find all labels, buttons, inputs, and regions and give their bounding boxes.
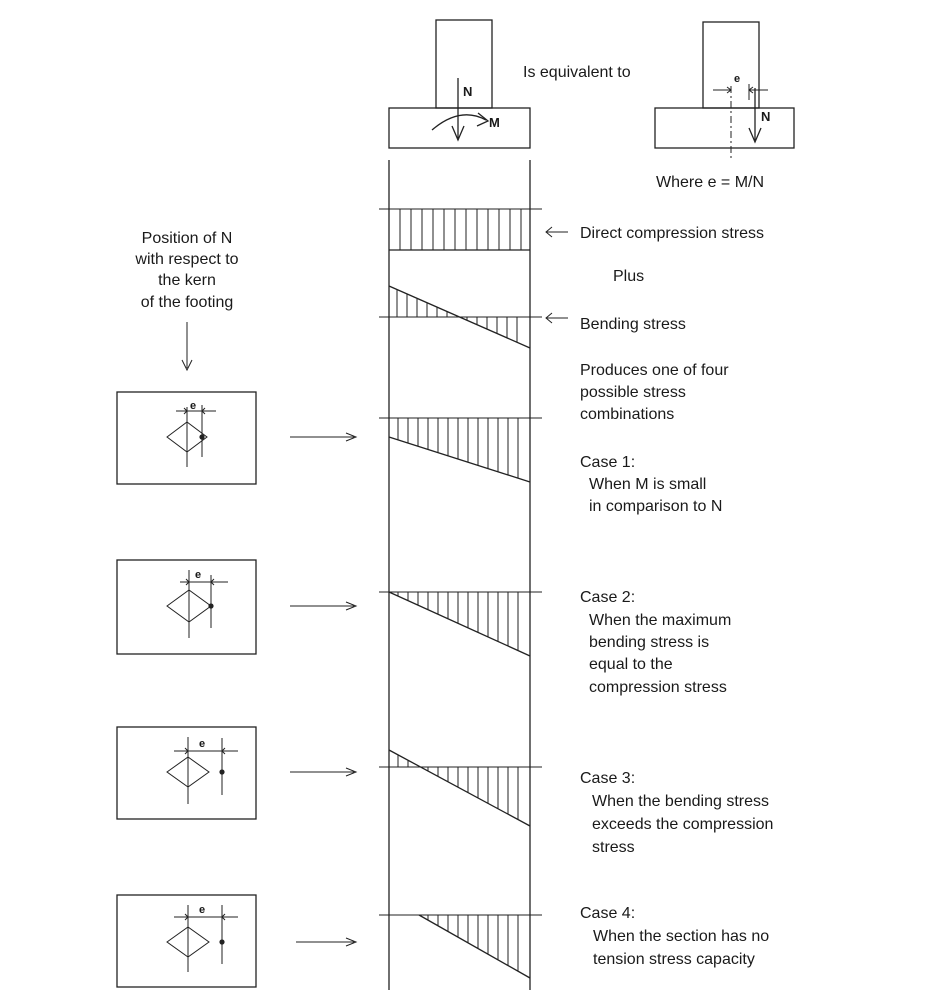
equivalent-text: Is equivalent to — [523, 64, 631, 81]
case-2-line-1: When the maximum — [589, 612, 731, 629]
case-3-stress-block — [379, 749, 542, 827]
case-3-row: e Case 3: When the bending stress exceed… — [116, 726, 773, 856]
case-1-arrow — [290, 432, 358, 442]
case-3-line-3: stress — [592, 839, 635, 856]
case-1-stress-block — [379, 417, 542, 483]
case-1-e-label: e — [190, 400, 196, 412]
arrow-bending — [545, 312, 568, 324]
case-1-line-1: When M is small — [589, 476, 706, 493]
case-1-line-2: in comparison to N — [589, 498, 722, 515]
case-4-line-1: When the section has no — [593, 928, 769, 945]
plus-label: Plus — [613, 268, 644, 285]
case-2-line-4: compression stress — [589, 679, 727, 696]
label-M: M — [489, 115, 500, 130]
kern-line-3: the kern — [158, 272, 216, 289]
case-4-line-2: tension stress capacity — [593, 951, 755, 968]
produces-line-3: combinations — [580, 406, 674, 423]
kern-caption: Position of N with respect to the kern o… — [134, 230, 239, 372]
case-4-arrow — [296, 937, 358, 947]
case-3-line-2: exceeds the compression — [592, 816, 773, 833]
case-3-e-label: e — [199, 738, 205, 750]
case-4-kern-box: e — [116, 894, 257, 988]
case-2-title: Case 2: — [580, 589, 635, 606]
direct-compression-stress-block — [379, 208, 542, 251]
label-e: e — [734, 73, 740, 85]
case-2-line-3: equal to the — [589, 656, 673, 673]
case-3-kern-box: e — [116, 726, 257, 820]
arrow-direct — [545, 226, 568, 238]
case-2-stress-block — [379, 591, 542, 657]
case-2-line-2: bending stress is — [589, 634, 709, 651]
where-e-text: Where e = M/N — [656, 174, 764, 191]
case-1-kern-box: e — [116, 391, 257, 485]
case-3-title: Case 3: — [580, 770, 635, 787]
case-3-line-1: When the bending stress — [592, 793, 769, 810]
column-footing-left: N M — [388, 19, 531, 149]
bending-stress-label: Bending stress — [580, 316, 686, 333]
case-1-row: e Case 1: When M is small in comparison … — [116, 391, 722, 515]
kern-line-1: Position of N — [142, 230, 233, 247]
case-2-row: e Case 2: When the maximum bending stres… — [116, 559, 731, 696]
case-4-row: e Case 4: When the section has no tensio… — [116, 894, 769, 988]
direct-compression-label: Direct compression stress — [580, 225, 764, 242]
kern-line-2: with respect to — [134, 251, 238, 268]
kern-line-4: of the footing — [141, 294, 234, 311]
case-4-e-label: e — [199, 904, 205, 916]
case-1-title: Case 1: — [580, 454, 635, 471]
bending-stress-block — [379, 285, 542, 349]
case-4-title: Case 4: — [580, 905, 635, 922]
label-N-left: N — [463, 84, 472, 99]
case-2-kern-box: e — [116, 559, 257, 655]
label-N-right: N — [761, 109, 770, 124]
column-footing-right: e N — [654, 21, 795, 160]
case-4-stress-block — [379, 914, 542, 979]
produces-line-1: Produces one of four — [580, 362, 729, 379]
produces-line-2: possible stress — [580, 384, 686, 401]
case-3-arrow — [290, 767, 358, 777]
case-2-arrow — [290, 601, 358, 611]
moment-M-arrow — [431, 114, 487, 131]
case-2-e-label: e — [195, 569, 201, 581]
